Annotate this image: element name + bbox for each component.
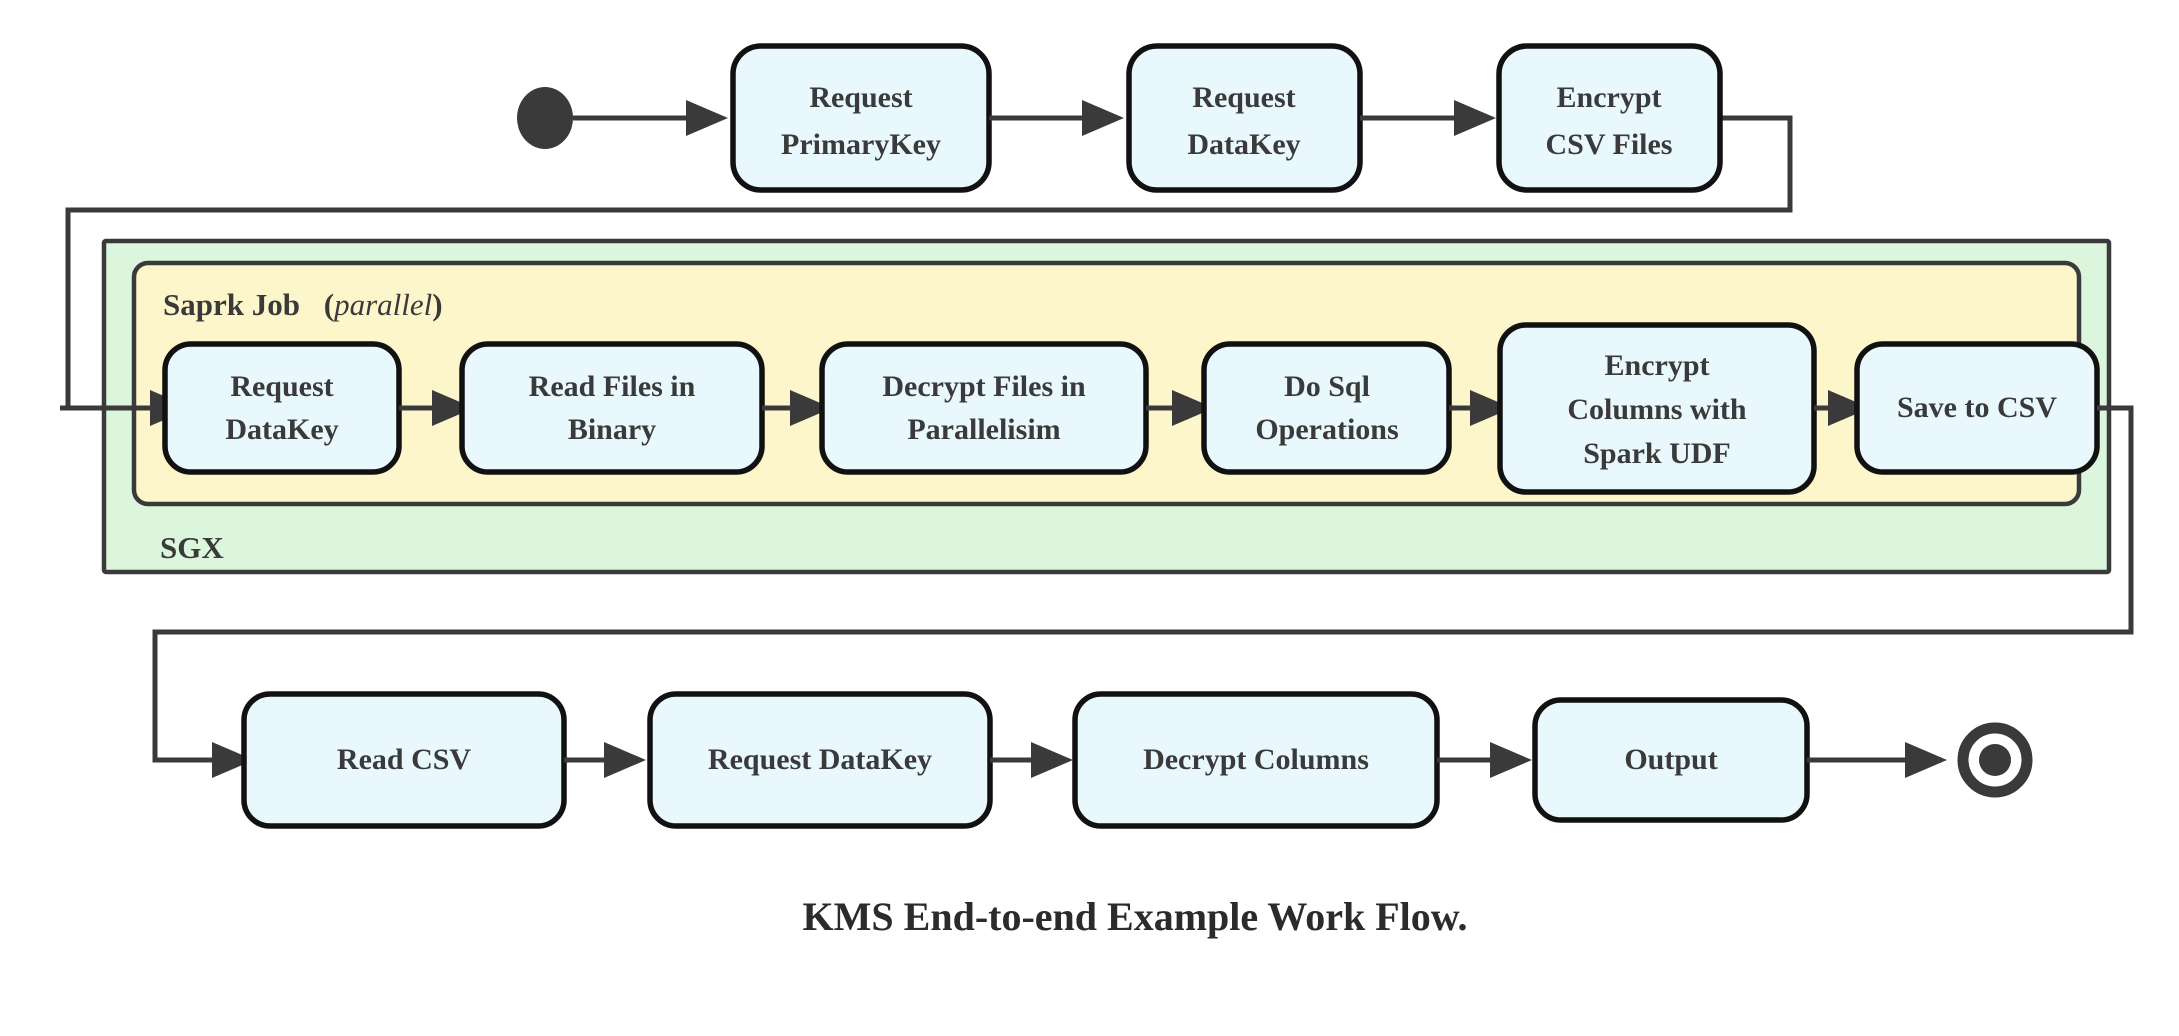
arrowhead-encrypt-csv-files bbox=[1454, 100, 1496, 136]
arrowhead-read-csv bbox=[212, 742, 254, 778]
node-request-datakey-top-line-1: Request bbox=[1192, 81, 1295, 114]
end-node-dot bbox=[1979, 744, 2011, 776]
node-request-datakey-spark-box bbox=[162, 341, 402, 475]
node-encrypt-csv-files[interactable]: Encrypt CSV Files bbox=[1496, 43, 1723, 193]
spark-job-group-label: Saprk Job (parallel) bbox=[163, 287, 443, 322]
node-request-datakey-top-line-2: DataKey bbox=[1187, 128, 1300, 161]
node-request-datakey-top[interactable]: Request DataKey bbox=[1126, 43, 1363, 193]
arrowhead-request-datakey-bottom bbox=[604, 742, 646, 778]
node-read-csv-line-1: Read CSV bbox=[337, 743, 472, 776]
arrowhead-output bbox=[1490, 742, 1532, 778]
node-encrypt-columns-with-spark-udf-line-3: Spark UDF bbox=[1583, 437, 1731, 470]
node-decrypt-columns[interactable]: Decrypt Columns bbox=[1072, 691, 1440, 829]
node-decrypt-files-in-parallelisim-line-2: Parallelisim bbox=[907, 413, 1060, 446]
arrowhead-do-sql-operations bbox=[1172, 390, 1214, 426]
end-node-ring bbox=[1957, 722, 2033, 798]
node-read-files-in-binary-box bbox=[459, 341, 765, 475]
sgx-group-label: SGX bbox=[160, 530, 224, 565]
node-request-datakey-spark-line-1: Request bbox=[230, 370, 333, 403]
node-read-files-in-binary-line-1: Read Files in bbox=[529, 370, 696, 403]
node-output-line-1: Output bbox=[1624, 743, 1717, 776]
start-node-marker bbox=[517, 87, 573, 149]
arrowhead-save-to-csv bbox=[1828, 390, 1870, 426]
node-decrypt-columns-line-1: Decrypt Columns bbox=[1143, 743, 1369, 776]
node-read-csv[interactable]: Read CSV bbox=[241, 691, 567, 829]
node-decrypt-files-in-parallelisim-box bbox=[819, 341, 1149, 475]
node-read-files-in-binary[interactable]: Read Files in Binary bbox=[459, 341, 765, 475]
node-request-datakey-bottom[interactable]: Request DataKey bbox=[647, 691, 993, 829]
node-encrypt-csv-files-line-2: CSV Files bbox=[1546, 128, 1673, 161]
node-do-sql-operations-line-2: Operations bbox=[1255, 413, 1398, 446]
node-do-sql-operations-box bbox=[1201, 341, 1452, 475]
arrowhead-read-files-in-binary bbox=[432, 390, 474, 426]
node-decrypt-files-in-parallelisim[interactable]: Decrypt Files in Parallelisim bbox=[819, 341, 1149, 475]
arrowhead-decrypt-columns bbox=[1031, 742, 1073, 778]
arrowhead-request-datakey-top bbox=[1082, 100, 1124, 136]
node-encrypt-csv-files-line-1: Encrypt bbox=[1557, 81, 1662, 114]
spark-job-label-text: Saprk Job bbox=[163, 287, 300, 322]
node-request-primarykey-box bbox=[730, 43, 992, 193]
node-request-primarykey[interactable]: Request PrimaryKey bbox=[730, 43, 992, 193]
arrowhead-end-node bbox=[1905, 742, 1947, 778]
node-encrypt-columns-with-spark-udf-line-2: Columns with bbox=[1567, 393, 1747, 426]
arrowhead-request-primarykey bbox=[686, 100, 728, 136]
spark-job-qualifier-open: ( bbox=[324, 287, 334, 322]
node-request-primarykey-line-1: Request bbox=[809, 81, 912, 114]
edge-save-to-csv-to-read-csv bbox=[152, 405, 2134, 763]
node-encrypt-columns-with-spark-udf[interactable]: Encrypt Columns with Spark UDF bbox=[1497, 322, 1817, 495]
spark-job-qualifier-word: parallel bbox=[332, 287, 432, 322]
node-request-datakey-spark-line-2: DataKey bbox=[225, 413, 338, 446]
arrowhead-encrypt-columns-with-spark-udf bbox=[1470, 390, 1512, 426]
node-request-datakey-top-box bbox=[1126, 43, 1363, 193]
node-do-sql-operations-line-1: Do Sql bbox=[1284, 370, 1370, 403]
node-output[interactable]: Output bbox=[1532, 697, 1810, 823]
arrowhead-decrypt-files-in-parallelisim bbox=[790, 390, 832, 426]
diagram-caption: KMS End-to-end Example Work Flow. bbox=[803, 894, 1468, 939]
spark-job-qualifier-close: ) bbox=[432, 287, 442, 322]
node-save-to-csv-line-1: Save to CSV bbox=[1897, 391, 2057, 424]
node-encrypt-columns-with-spark-udf-line-1: Encrypt bbox=[1605, 349, 1710, 382]
node-encrypt-csv-files-box bbox=[1496, 43, 1723, 193]
node-do-sql-operations[interactable]: Do Sql Operations bbox=[1201, 341, 1452, 475]
node-save-to-csv[interactable]: Save to CSV bbox=[1854, 341, 2100, 475]
node-request-primarykey-line-2: PrimaryKey bbox=[781, 128, 941, 161]
node-request-datakey-bottom-line-1: Request DataKey bbox=[708, 743, 932, 776]
node-request-datakey-spark[interactable]: Request DataKey bbox=[162, 341, 402, 475]
node-read-files-in-binary-line-2: Binary bbox=[568, 413, 656, 446]
node-decrypt-files-in-parallelisim-line-1: Decrypt Files in bbox=[882, 370, 1086, 403]
